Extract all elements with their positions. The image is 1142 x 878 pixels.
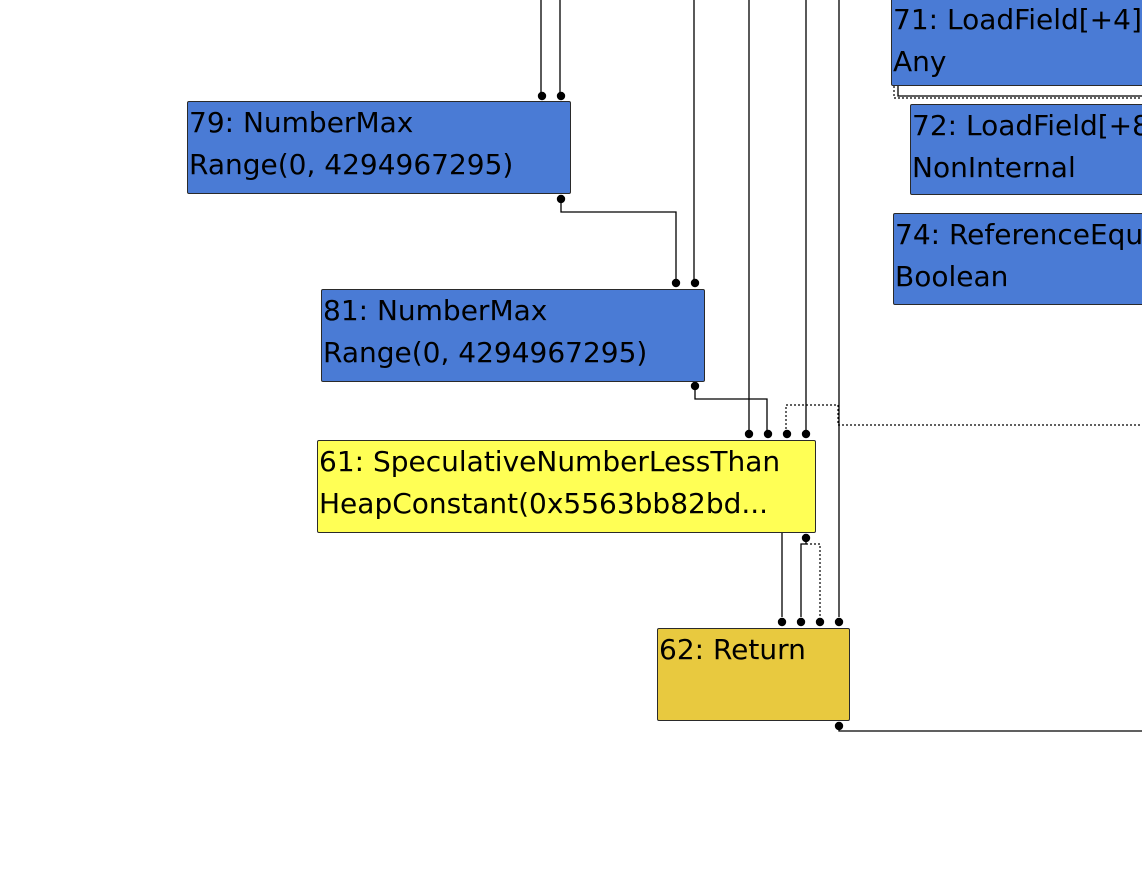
node-71-loadfield[interactable]: 71: LoadField[+4] Any: [891, 0, 1142, 86]
node-71-type: Any: [893, 45, 947, 78]
output-port: [690, 381, 700, 391]
node-61-speculativenumberlessthan[interactable]: 61: SpeculativeNumberLessThan HeapConsta…: [317, 440, 816, 533]
input-port: [815, 617, 825, 627]
effect-edge-into-61: [785, 404, 1142, 433]
input-port: [556, 91, 566, 101]
node-79-numbermax[interactable]: 79: NumberMax Range(0, 4294967295): [187, 101, 571, 194]
input-port: [537, 91, 547, 101]
node-81-type: Range(0, 4294967295): [323, 336, 648, 369]
input-port: [782, 429, 792, 439]
node-72-title: 72: LoadField[+8: [912, 109, 1142, 142]
effect-edge-71-bracket: [893, 86, 1142, 99]
edge-61-to-62: [800, 538, 807, 617]
node-71-title: 71: LoadField[+4]: [893, 3, 1142, 36]
input-port: [801, 429, 811, 439]
node-72-type: NonInternal: [912, 151, 1076, 184]
edge-79-to-81: [560, 199, 677, 283]
input-port: [744, 429, 754, 439]
edge-71-bracket: [897, 86, 1142, 97]
input-port: [834, 617, 844, 627]
node-81-title: 81: NumberMax: [323, 294, 548, 327]
input-port: [796, 617, 806, 627]
input-port: [777, 617, 787, 627]
input-port: [763, 429, 773, 439]
node-74-referenceequal[interactable]: 74: ReferenceEqu Boolean: [893, 213, 1142, 305]
edge-81-to-61: [694, 386, 768, 433]
node-61-title: 61: SpeculativeNumberLessThan: [319, 445, 781, 478]
node-74-type: Boolean: [895, 260, 1009, 293]
node-72-loadfield[interactable]: 72: LoadField[+8 NonInternal: [910, 104, 1142, 195]
node-79-type: Range(0, 4294967295): [189, 148, 514, 181]
node-79-title: 79: NumberMax: [189, 106, 414, 139]
output-port: [801, 533, 811, 543]
node-81-numbermax[interactable]: 81: NumberMax Range(0, 4294967295): [321, 289, 705, 382]
edge-62-out: [838, 726, 1142, 732]
effect-edge-61-to-62: [806, 543, 821, 617]
node-61-type: HeapConstant(0x5563bb82bd...: [319, 487, 769, 520]
input-port: [690, 278, 700, 288]
input-port: [671, 278, 681, 288]
node-62-title: 62: Return: [659, 633, 806, 666]
output-port: [834, 721, 844, 731]
node-74-title: 74: ReferenceEqu: [895, 218, 1142, 251]
output-port: [556, 194, 566, 204]
node-62-return[interactable]: 62: Return: [657, 628, 850, 721]
